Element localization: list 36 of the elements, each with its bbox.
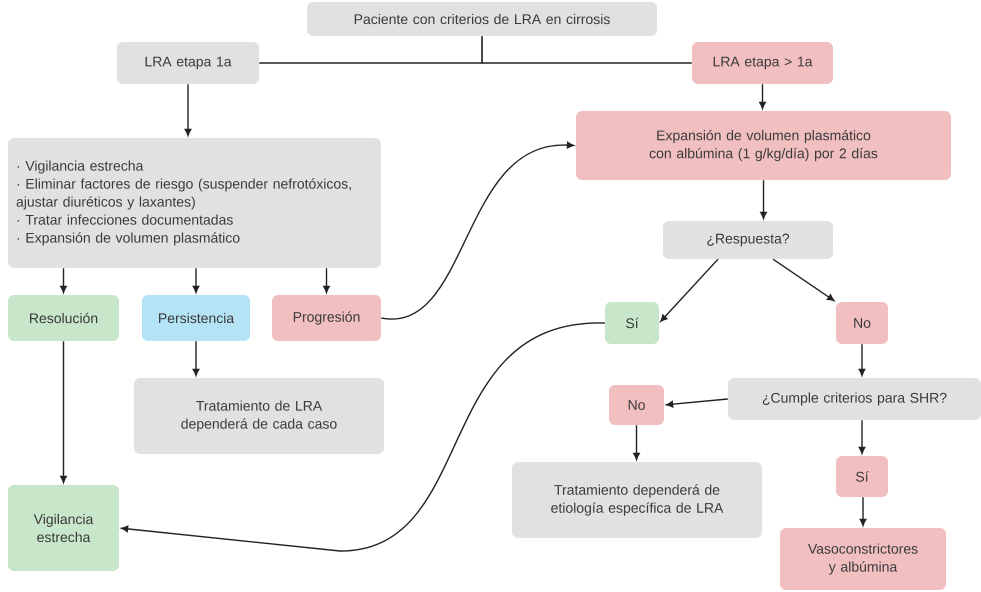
arrow xyxy=(184,84,192,136)
treatment-box: Expansión de volumen plasmático con albúmina (1 g/kg/día) por 2 días xyxy=(576,111,952,180)
start-box: Paciente con criterios de LRA en cirrosis xyxy=(307,2,657,36)
treatment-box: Tratamiento de LRA dependerá de cada caso xyxy=(134,378,384,454)
decision-box: ¿Respuesta? xyxy=(663,221,833,259)
action-list-box: · Vigilancia estrecha · Eliminar factores de riesgo (suspender nefrotóxicos, ajustar diuréticos y laxantes) · Tratar infecciones documentadas · Expansión de volumen plasmático xyxy=(8,138,381,268)
outcome-box: Resolución xyxy=(8,295,119,341)
arrow xyxy=(759,84,766,110)
arrow xyxy=(858,420,866,454)
arrow xyxy=(633,425,640,460)
arrow xyxy=(120,322,605,552)
stage-box: LRA etapa > 1a xyxy=(692,42,833,84)
arrow xyxy=(60,341,67,484)
arrow xyxy=(192,341,200,376)
outcome-box: Progresión xyxy=(272,295,381,341)
treatment-box: Vasoconstrictores y albúmina xyxy=(780,528,946,590)
treatment-box: Tratamiento dependerá de etiología específica de LRA xyxy=(512,462,762,538)
outcome-box: Vigilancia estrecha xyxy=(8,485,119,571)
arrow xyxy=(772,258,834,302)
arrow xyxy=(858,344,866,376)
arrow xyxy=(60,268,67,294)
arrow xyxy=(323,268,330,294)
arrow xyxy=(660,258,719,322)
answer-tag: No xyxy=(609,385,664,425)
answer-tag: Sí xyxy=(836,456,888,497)
arrow xyxy=(666,398,728,408)
decision-box: ¿Cumple criterios para SHR? xyxy=(728,378,981,420)
outcome-box: Persistencia xyxy=(142,295,250,341)
answer-tag: No xyxy=(836,302,888,344)
connector-line xyxy=(481,36,692,64)
arrow xyxy=(192,268,200,294)
arrow xyxy=(760,180,767,220)
arrow xyxy=(860,497,866,526)
arrow xyxy=(381,142,574,319)
stage-box: LRA etapa 1a xyxy=(117,42,259,84)
answer-tag: Sí xyxy=(605,302,659,344)
